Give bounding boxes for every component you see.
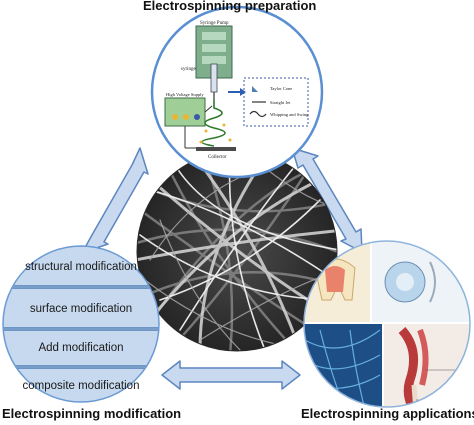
preparation-apparatus: Taylor Cone Straight Jet Whipping and Sw…: [150, 5, 324, 179]
title-modification: Electrospinning modification: [2, 406, 182, 421]
layer-surface-modification: surface modification: [29, 302, 133, 315]
arrow-modification-applications: [161, 360, 301, 390]
high-voltage-label: High Voltage Supply: [166, 92, 204, 97]
layer-composite-modification: composite modification: [22, 379, 140, 392]
layer-add-modification: Add modification: [38, 341, 124, 354]
legend-whipping: Whipping and Swing: [270, 112, 309, 117]
title-applications: Electrospinning applications: [301, 406, 474, 421]
layer-structural-modification: structural modification: [25, 260, 137, 273]
syringe-label: syringe: [181, 67, 197, 72]
legend-taylor-cone: Taylor Cone: [270, 86, 292, 91]
legend-straight-jet: Straight Jet: [270, 100, 291, 105]
title-preparation: Electrospinning preparation: [143, 0, 317, 13]
collector-label: Collector: [208, 155, 227, 160]
syringe-pump-label: Syringe Pump: [200, 21, 229, 26]
